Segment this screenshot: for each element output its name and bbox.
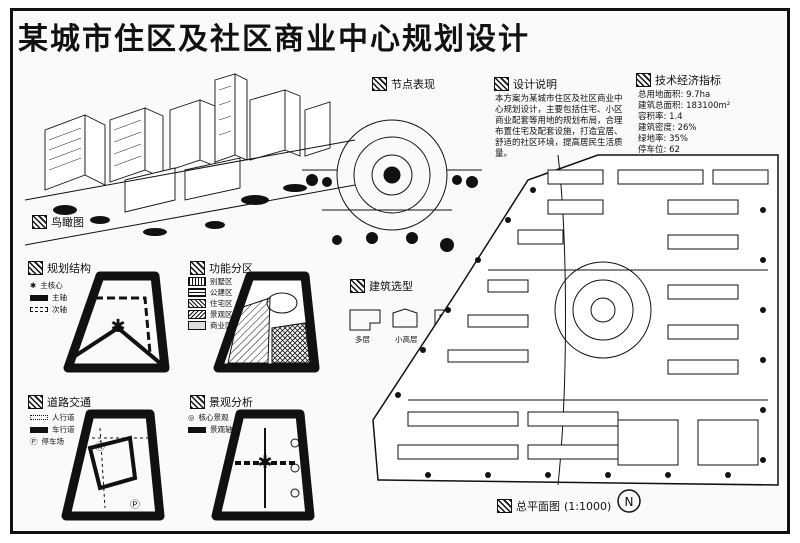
hatch-marker-icon [497, 499, 512, 513]
master-plan-label: 总平面图 (1:1000) [497, 498, 611, 514]
master-plan-sketch [372, 154, 779, 486]
scale-text: (1:1000) [564, 499, 612, 513]
landscape-legend-item: ◎核心景观 [188, 413, 229, 422]
function-legend-item: 住宅区 [188, 298, 233, 309]
hatch-marker-icon [32, 215, 47, 229]
indicators-label: 技术经济指标 [636, 72, 721, 88]
building-type-label: 小高层 [395, 335, 418, 344]
indicators-list: 总用地面积: 9.7ha 建筑总面积: 183100m² 容积率: 1.4 建筑… [638, 90, 730, 156]
indicator-item: 建筑密度: 26% [638, 123, 697, 133]
structure-label: 规划结构 [28, 260, 91, 276]
hatch-marker-icon [190, 261, 205, 275]
indicator-item: 总用地面积: 9.7ha [638, 90, 711, 100]
hatch-marker-icon [372, 77, 387, 91]
north-label: N [625, 495, 634, 509]
node-plan-sketch [302, 119, 482, 252]
structure-legend-item: 次轴 [30, 304, 67, 315]
structure-diagram: ✱ [63, 271, 170, 373]
parking-icon: Ⓟ [30, 437, 38, 446]
hatch-marker-icon [28, 395, 43, 409]
aerial-view-label: 鸟瞰图 [32, 214, 84, 230]
design-notes-text: 本方案为某城市住区及社区商业中心规划设计，主要包括住宅、小区商业配套等用地的规划… [495, 94, 623, 159]
node-label: 节点表现 [372, 76, 435, 92]
indicator-item: 容积率: 1.4 [638, 112, 683, 122]
landscape-legend-item: 景观轴 [188, 424, 233, 435]
landscape-label: 景观分析 [190, 394, 253, 410]
traffic-legend-item: 车行道 [30, 424, 75, 435]
north-arrow-icon: N [617, 489, 641, 513]
function-legend-item: 别墅区 [188, 276, 233, 287]
svg-text:✱: ✱ [257, 452, 272, 473]
traffic-legend-item: 人行道 [30, 412, 75, 423]
aerial-view-sketch [24, 73, 356, 246]
structure-legend-item: 主轴 [30, 292, 67, 303]
page-title: 某城市住区及社区商业中心规划设计 [18, 22, 530, 57]
indicator-item: 停车位: 62 [638, 145, 680, 155]
indicator-item: 建筑总面积: 183100m² [638, 101, 731, 111]
svg-text:✱: ✱ [110, 316, 125, 337]
core-ring-icon: ◎ [188, 413, 195, 422]
traffic-label: 道路交通 [28, 394, 91, 410]
function-diagram [213, 271, 320, 373]
indicator-item: 绿地率: 35% [638, 134, 688, 144]
svg-text:Ⓟ: Ⓟ [95, 441, 105, 453]
function-legend-item: 景观区 [188, 309, 233, 320]
landscape-diagram: ✱ [211, 409, 315, 521]
svg-text:Ⓟ: Ⓟ [130, 499, 140, 511]
core-star-icon: ✱ [30, 281, 37, 290]
function-legend-item: 公建区 [188, 287, 233, 298]
hatch-marker-icon [494, 77, 509, 91]
hatch-marker-icon [28, 261, 43, 275]
function-legend-item: 商业区 [188, 320, 233, 331]
hatch-marker-icon [350, 279, 365, 293]
hatch-marker-icon [636, 73, 651, 87]
structure-legend-item: ✱主核心 [30, 281, 63, 290]
traffic-diagram: Ⓟ Ⓟ [61, 409, 165, 521]
building-types-label: 建筑选型 [350, 278, 413, 294]
design-notes-label: 设计说明 [494, 76, 557, 92]
function-label: 功能分区 [190, 260, 253, 276]
building-type-label: 多层 [355, 335, 370, 344]
hatch-marker-icon [190, 395, 205, 409]
